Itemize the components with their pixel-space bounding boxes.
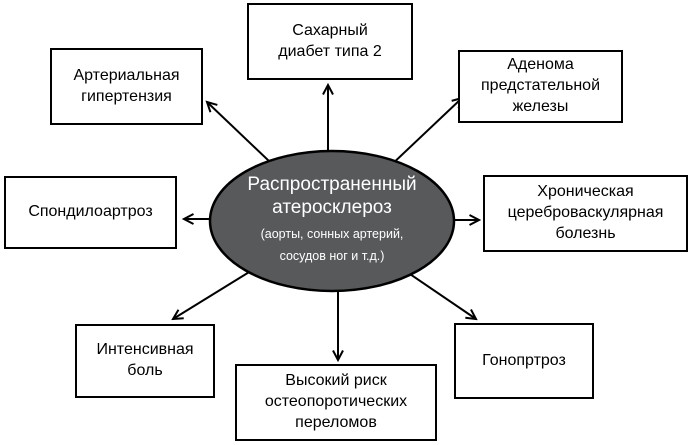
node-fracture-risk: Высокий риск остеопоротических переломов [235,364,437,441]
node-cerebrovascular-label: Хроническая цереброваскулярная болезнь [507,183,664,242]
node-cerebrovascular: Хроническая цереброваскулярная болезнь [483,175,688,252]
node-fracture-risk-label: Высокий риск остеопоротических переломов [264,372,408,431]
node-diabetes-label: Сахарный диабет типа 2 [278,21,382,60]
node-gonarthrosis-label: Гонопртроз [482,351,566,369]
node-hypertension-label: Артериальная гипертензия [73,66,180,105]
node-prostate-adenoma-label: Аденома предстательной железы [481,56,600,115]
node-spondyloarthrosis: Спондилоартроз [4,176,177,249]
node-spondyloarthrosis-label: Спондилоартроз [28,203,153,221]
node-intense-pain-label: Интенсивная боль [96,341,194,379]
node-prostate-adenoma: Аденома предстательной железы [458,50,623,123]
center-ellipse [208,149,456,293]
node-gonarthrosis: Гонопртроз [454,323,594,399]
node-diabetes: Сахарный диабет типа 2 [247,3,413,80]
node-intense-pain: Интенсивная боль [75,324,215,398]
node-hypertension: Артериальная гипертензия [50,48,203,125]
